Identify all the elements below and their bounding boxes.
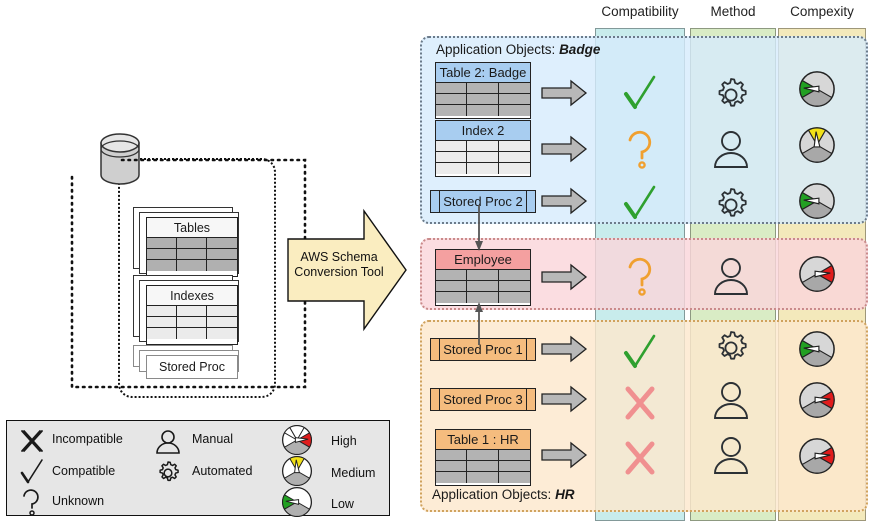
legend-check-icon <box>20 459 43 484</box>
aws-tool-label-line1: AWS Schema <box>300 250 378 264</box>
hr-group-label-name: HR <box>555 487 575 502</box>
complexity-icon-row-7-gauge-high-icon <box>799 438 835 474</box>
proc-ear-right <box>526 191 535 212</box>
complexity-icon-row-5-gauge-low-icon <box>799 331 835 367</box>
complexity-icon-row-1-gauge-low-icon <box>799 71 835 107</box>
object-stored-proc-2[interactable]: Stored Proc 2 <box>430 190 536 213</box>
proc-ear-left <box>431 191 440 212</box>
compat-icon-row-2-question-icon <box>628 130 652 169</box>
aws-schema-conversion-tool-arrow <box>287 208 407 332</box>
object-index-2-title: Index 2 <box>436 121 530 141</box>
method-icon-row-6-person-icon <box>714 382 748 419</box>
legend-label-low: Low <box>331 497 354 511</box>
legend-label-medium: Medium <box>331 466 376 480</box>
source-card-indexes-title: Indexes <box>147 286 237 306</box>
legend-label-manual: Manual <box>192 432 233 446</box>
object-stored-proc-3-title: Stored Proc 3 <box>443 392 523 407</box>
compat-icon-row-6-x-icon <box>625 386 655 420</box>
aws-tool-label-line2: Conversion Tool <box>294 265 384 279</box>
legend-question-icon <box>23 489 39 516</box>
source-card-stored-proc-title: Stored Proc <box>147 356 237 378</box>
proc-ear-right <box>526 339 535 360</box>
column-header-compatibility: Compatibility <box>601 4 679 19</box>
complexity-icon-row-6-gauge-high-icon <box>799 382 835 418</box>
complexity-icon-row-2-gauge-medium-icon <box>799 127 835 163</box>
proc-ear-right <box>526 389 535 410</box>
legend-label-incompatible: Incompatible <box>52 432 123 446</box>
compat-icon-row-4-question-icon <box>628 257 652 296</box>
complexity-icon-row-3-gauge-low-icon <box>799 183 835 219</box>
legend-gauge-high-icon <box>281 424 313 456</box>
legend-gear-icon <box>159 461 179 482</box>
flow-arrow-row-5 <box>541 335 588 363</box>
connector-proc1-to-employee <box>475 302 483 345</box>
object-employee[interactable]: Employee <box>435 249 531 306</box>
source-connector-loop <box>70 158 307 389</box>
aws-tool-label: AWS Schema Conversion Tool <box>292 250 386 280</box>
hr-group-label: Application Objects: HR <box>432 487 575 502</box>
object-table-1-hr[interactable]: Table 1 : HR <box>435 429 531 486</box>
object-employee-title: Employee <box>436 250 530 270</box>
method-icon-row-2-person-icon <box>714 131 748 168</box>
object-table-2-badge-title: Table 2: Badge <box>436 63 530 83</box>
object-stored-proc-2-title: Stored Proc 2 <box>443 194 523 209</box>
object-stored-proc-3[interactable]: Stored Proc 3 <box>430 388 536 411</box>
compat-icon-row-1-check-icon <box>624 75 656 109</box>
legend-person-icon <box>156 430 180 454</box>
connector-proc2-to-employee <box>475 205 483 251</box>
flow-arrow-row-4 <box>541 263 588 291</box>
legend-panel <box>6 420 390 516</box>
legend-gauge-low-icon <box>281 486 313 518</box>
object-stored-proc-1-title: Stored Proc 1 <box>443 342 523 357</box>
badge-group-label: Application Objects: Badge <box>436 42 600 57</box>
legend-label-automated: Automated <box>192 464 253 478</box>
flow-arrow-row-7 <box>541 441 588 469</box>
flow-arrow-row-2 <box>541 135 588 163</box>
database-cylinder-icon <box>98 133 142 185</box>
badge-group-label-name: Badge <box>559 42 601 57</box>
source-database-boundary <box>118 158 276 398</box>
compat-icon-row-3-check-icon <box>624 185 656 219</box>
flow-arrow-row-6 <box>541 385 588 413</box>
column-header-method: Method <box>710 4 756 19</box>
flow-arrow-row-3 <box>541 187 588 215</box>
legend-gauge-medium-icon <box>281 455 313 487</box>
badge-group-label-prefix: Application Objects: <box>436 42 560 57</box>
legend-label-high: High <box>331 434 357 448</box>
object-table-2-badge[interactable]: Table 2: Badge <box>435 62 531 119</box>
object-stored-proc-1[interactable]: Stored Proc 1 <box>430 338 536 361</box>
source-card-tables-title: Tables <box>147 218 237 238</box>
object-index-2[interactable]: Index 2 <box>435 120 531 177</box>
compat-icon-row-5-check-icon <box>624 334 656 368</box>
object-table-1-hr-title: Table 1 : HR <box>436 430 530 450</box>
method-icon-row-5-gear-icon <box>718 331 747 360</box>
proc-ear-left <box>431 389 440 410</box>
method-icon-row-1-gear-icon <box>718 78 747 107</box>
hr-group-label-prefix: Application Objects: <box>432 487 556 502</box>
legend-x-icon <box>21 430 43 452</box>
complexity-icon-row-4-gauge-high-icon <box>799 256 835 292</box>
legend-label-compatible: Compatible <box>52 464 116 478</box>
method-icon-row-3-gear-icon <box>718 188 747 217</box>
method-icon-row-7-person-icon <box>714 437 748 474</box>
legend-label-unknown: Unknown <box>52 494 105 508</box>
compat-icon-row-7-x-icon <box>625 441 655 475</box>
proc-ear-left <box>431 339 440 360</box>
flow-arrow-row-1 <box>541 79 588 107</box>
method-icon-row-4-person-icon <box>714 258 748 295</box>
column-header-complexity: Compexity <box>790 4 854 19</box>
